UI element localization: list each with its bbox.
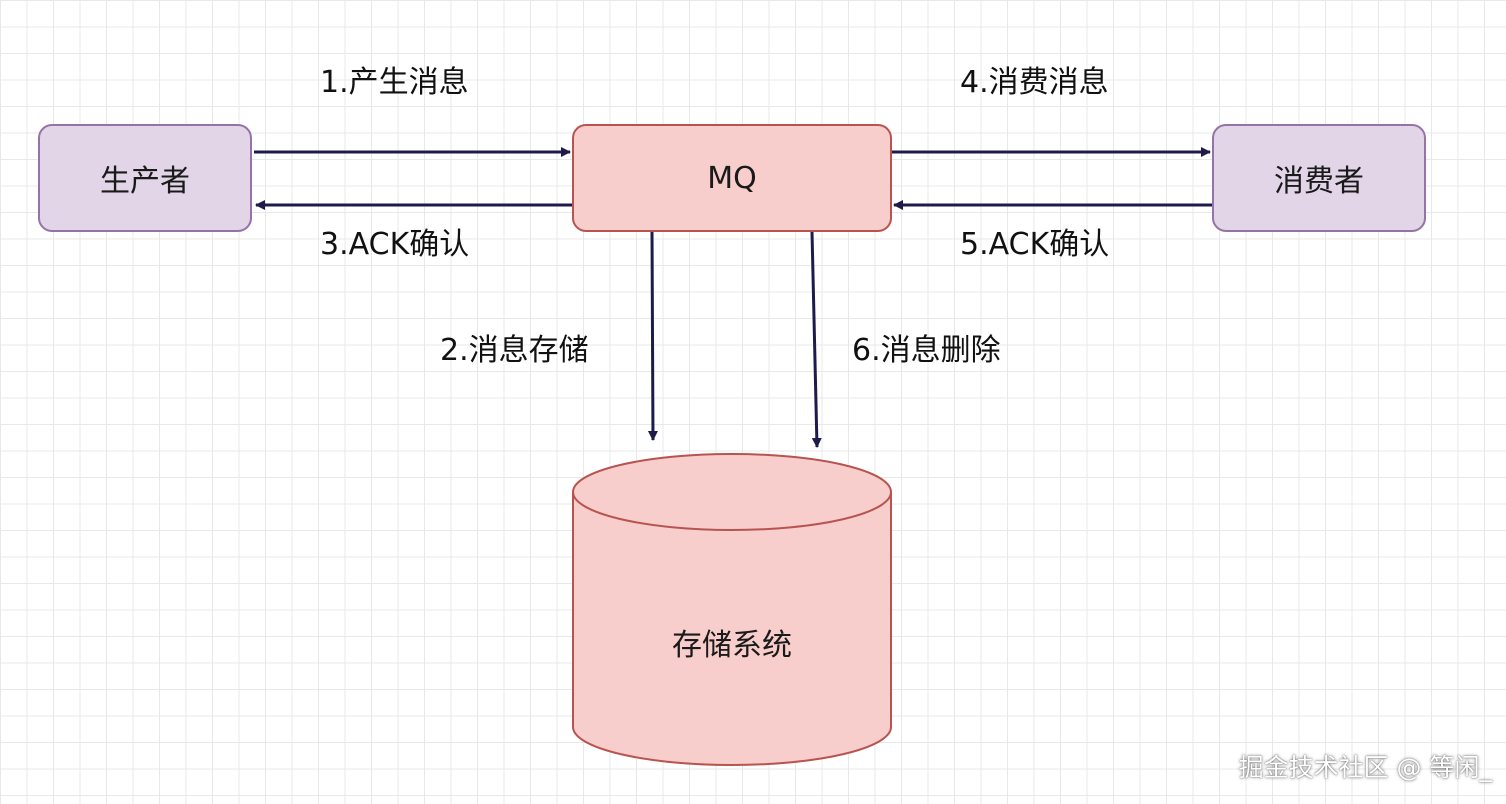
edge-label-delete: 6.消息删除	[852, 333, 1001, 368]
producer-label: 生产者	[100, 164, 190, 199]
edge-label-ack-producer: 3.ACK确认	[320, 227, 470, 262]
mq-node[interactable]: MQ	[572, 124, 892, 232]
consumer-label: 消费者	[1274, 164, 1364, 199]
edge-label-store: 2.消息存储	[440, 333, 589, 368]
producer-node[interactable]: 生产者	[38, 124, 252, 232]
mq-label: MQ	[707, 160, 757, 196]
edge-store-arrow	[647, 231, 658, 441]
consumer-node[interactable]: 消费者	[1212, 124, 1426, 232]
edge-label-produce: 1.产生消息	[320, 65, 469, 100]
edge-label-consume: 4.消费消息	[960, 65, 1109, 100]
watermark-text: 掘金技术社区 @ 等闲_	[1238, 753, 1492, 782]
storage-cylinder[interactable]	[572, 453, 892, 766]
edge-label-ack-consumer: 5.ACK确认	[960, 227, 1110, 262]
edge-delete-arrow	[810, 231, 822, 448]
storage-label: 存储系统	[672, 628, 792, 663]
